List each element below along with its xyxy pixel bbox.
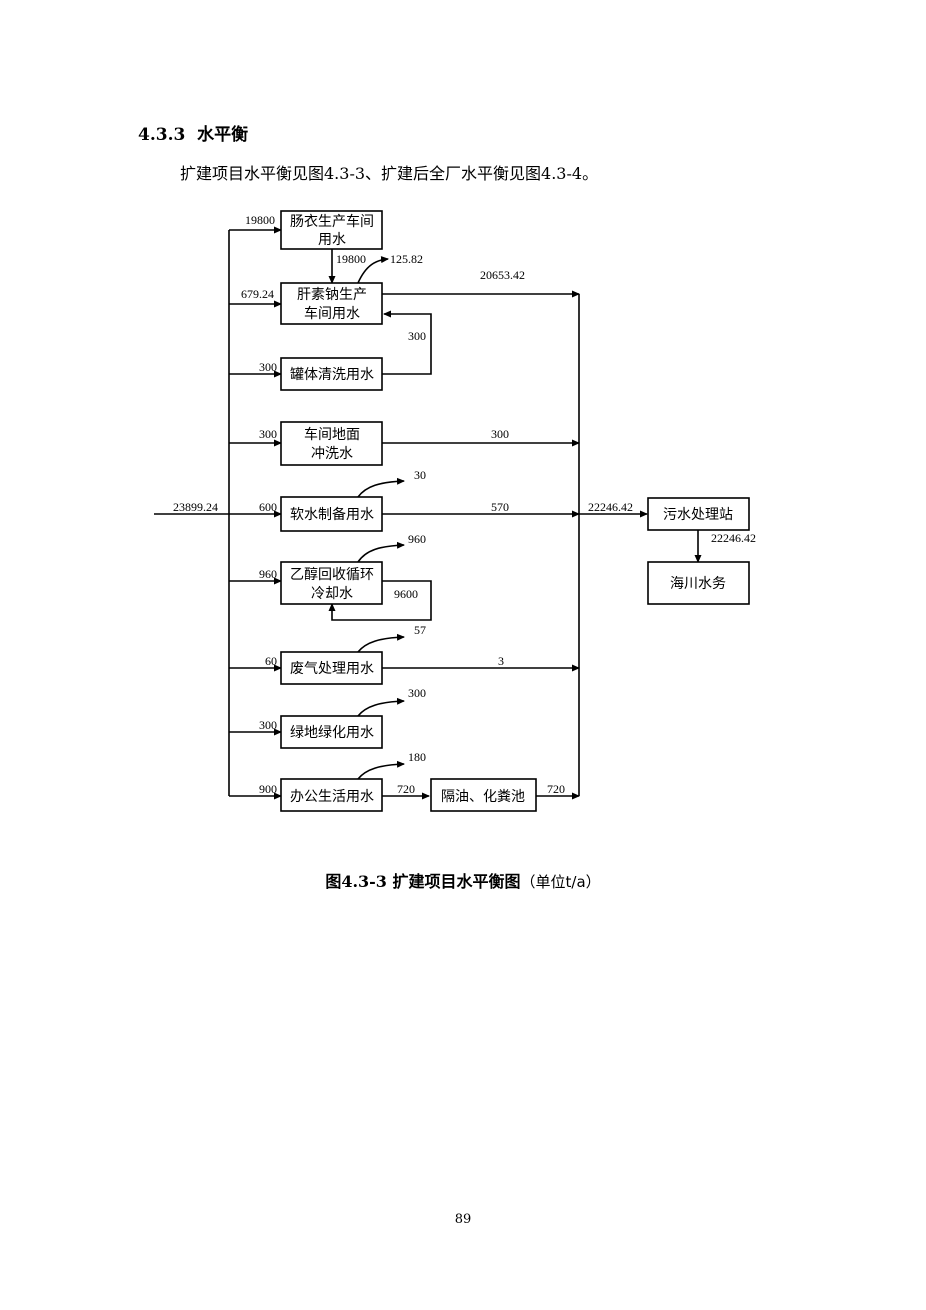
box-oil-septic (430, 778, 537, 812)
flow-label: 19800 (245, 213, 275, 227)
box-text: 办公生活用水 (290, 789, 374, 805)
recycle-arrow-b3 (382, 310, 432, 375)
box-ethanol-cooling (280, 561, 383, 605)
flow-label: 900 (259, 782, 277, 796)
flow-label: 22246.42 (711, 531, 756, 545)
flow-label: 19800 (336, 252, 366, 266)
box-text: 废气处理用水 (290, 661, 374, 677)
box-greening (280, 715, 383, 749)
box-heparin-workshop (280, 282, 383, 325)
section-number: 4.3.3 (138, 125, 186, 145)
box-soft-water (280, 496, 383, 532)
box-tank-cleaning (280, 357, 383, 391)
flow-label: 300 (408, 686, 426, 700)
box-text: 车间地面 (304, 426, 360, 443)
box-text: 车间用水 (304, 305, 360, 322)
loss-arrow-b9 (357, 760, 405, 780)
loss-arrow-b2 (357, 256, 389, 284)
box-text: 肝素钠生产 (297, 287, 367, 303)
box-text: 肠衣生产车间 (290, 213, 374, 230)
box-office (280, 778, 383, 812)
page-number: 89 (454, 1212, 472, 1227)
caption-title: 图4.3-3 扩建项目水平衡图 (325, 872, 521, 891)
section-title: 水平衡 (197, 125, 249, 145)
flow-label: 570 (491, 500, 509, 514)
flow-label: 300 (259, 718, 277, 732)
box-text: 乙醇回收循环 (290, 566, 374, 583)
box-sewage-station (647, 497, 750, 531)
flow-label: 300 (491, 427, 509, 441)
intro-paragraph: 扩建项目水平衡见图4.3-3、扩建后全厂水平衡见图4.3-4。 (180, 164, 599, 183)
recycle-arrow-b6 (328, 580, 432, 621)
box-casing-workshop (280, 210, 383, 250)
box-text: 罐体清洗用水 (290, 367, 374, 383)
flow-label: 60 (265, 654, 277, 668)
flow-label: 23899.24 (173, 500, 218, 514)
box-text: 污水处理站 (663, 507, 733, 523)
flow-label: 22246.42 (588, 500, 633, 514)
loss-arrow-b6 (357, 541, 405, 563)
flow-label: 9600 (394, 587, 418, 601)
water-balance-diagram: 肠衣生产车间 用水 肝素钠生产 车间用水 罐体清洗用水 车间地面 冲洗水 软水制… (154, 210, 756, 812)
flow-label: 300 (408, 329, 426, 343)
flow-label: 720 (397, 782, 415, 796)
flow-label: 180 (408, 750, 426, 764)
flow-label: 679.24 (241, 287, 274, 301)
flow-label: 960 (408, 532, 426, 546)
flow-label: 960 (259, 567, 277, 581)
caption-unit: （单位t/a） (520, 873, 601, 891)
loss-arrow-b7 (357, 633, 405, 653)
figure-caption: 图4.3-3 扩建项目水平衡图（单位t/a） (0, 868, 926, 892)
flow-label: 30 (414, 468, 426, 482)
loss-arrow-b5 (357, 477, 405, 498)
flow-label: 125.82 (390, 252, 423, 266)
box-haichuan (647, 561, 750, 605)
flow-label: 20653.42 (480, 268, 525, 282)
box-text: 用水 (318, 232, 346, 248)
box-floor-washing (280, 421, 383, 466)
section-heading: 4.3.3 水平衡 (138, 120, 248, 145)
flow-label: 3 (498, 654, 504, 668)
box-text: 绿地绿化用水 (290, 725, 374, 741)
loss-arrow-b8 (357, 697, 405, 717)
flow-label: 300 (259, 427, 277, 441)
flow-label: 300 (259, 360, 277, 374)
box-text: 海川水务 (670, 576, 726, 592)
flow-label: 720 (547, 782, 565, 796)
box-text: 隔油、化粪池 (441, 789, 525, 805)
flow-label: 600 (259, 500, 277, 514)
box-text: 冷却水 (311, 586, 353, 602)
box-waste-gas (280, 651, 383, 685)
box-text: 冲洗水 (311, 446, 353, 462)
flow-label: 57 (414, 623, 426, 637)
box-text: 软水制备用水 (290, 506, 374, 523)
